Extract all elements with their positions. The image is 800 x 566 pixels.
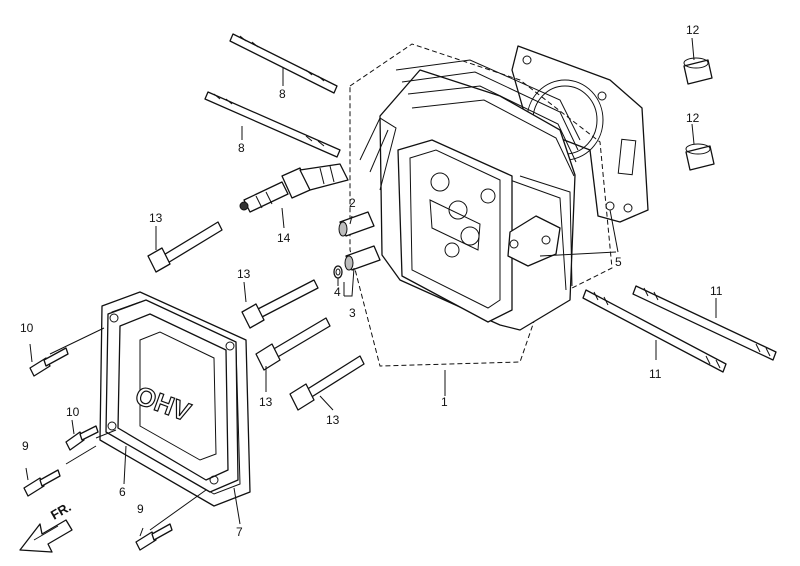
- callout-13-c: 13: [259, 395, 273, 409]
- flange-bolt-a: [147, 221, 223, 273]
- callout-5: 5: [615, 255, 622, 269]
- callout-11-right: 11: [710, 284, 723, 298]
- cover-bolt-lower-left: [23, 469, 61, 497]
- front-marker-label: FR.: [48, 499, 74, 522]
- flange-bolt-c: [255, 317, 331, 371]
- cover-bolt-bottom: [135, 523, 173, 551]
- callout-1: 1: [441, 395, 448, 409]
- callout-11-left: 11: [649, 367, 662, 381]
- callout-7: 7: [236, 525, 243, 539]
- head-cover: OHV: [105, 299, 239, 493]
- callout-6: 6: [119, 485, 126, 499]
- callout-3: 3: [349, 306, 356, 320]
- dowel-pin-lower: [344, 245, 381, 271]
- callout-13-d: 13: [326, 413, 340, 427]
- callout-13-a: 13: [149, 211, 163, 225]
- dowel-pin-upper: [338, 211, 375, 237]
- leader-lines: [25, 37, 717, 537]
- callout-10-left: 10: [20, 321, 34, 335]
- callout-10-mid: 10: [66, 405, 80, 419]
- callout-8-lower: 8: [238, 141, 245, 155]
- front-direction-arrow: FR.: [19, 499, 74, 553]
- callout-numbers: 1 2 3 4 5 6 7 8 8 9 9 10 10 11 11 12 12 …: [20, 23, 723, 539]
- collar-lower: [685, 143, 715, 171]
- spark-plug: [239, 163, 349, 213]
- callout-8-upper: 8: [279, 87, 286, 101]
- callout-13-b: 13: [237, 267, 251, 281]
- callout-4: 4: [334, 285, 341, 299]
- callout-9-left: 9: [22, 439, 29, 453]
- collar-upper: [683, 57, 713, 85]
- flange-bolt-d: [289, 355, 365, 411]
- callout-9-bottom: 9: [137, 502, 144, 516]
- long-stud-left: [582, 289, 727, 373]
- head-gasket: [511, 45, 649, 223]
- callout-14: 14: [277, 231, 291, 245]
- callout-12-upper: 12: [686, 23, 700, 37]
- callout-12-lower: 12: [686, 111, 700, 125]
- washer: [333, 265, 343, 279]
- cover-bolt-upper-left: [29, 347, 69, 377]
- flange-bolt-b: [241, 279, 319, 329]
- cylinder-head: [349, 43, 613, 367]
- stud-bolt-upper: [229, 33, 338, 94]
- stud-bolt-lower: [204, 91, 341, 158]
- cover-bolt-mid: [65, 425, 99, 451]
- callout-2: 2: [349, 196, 356, 210]
- long-stud-right: [632, 285, 777, 361]
